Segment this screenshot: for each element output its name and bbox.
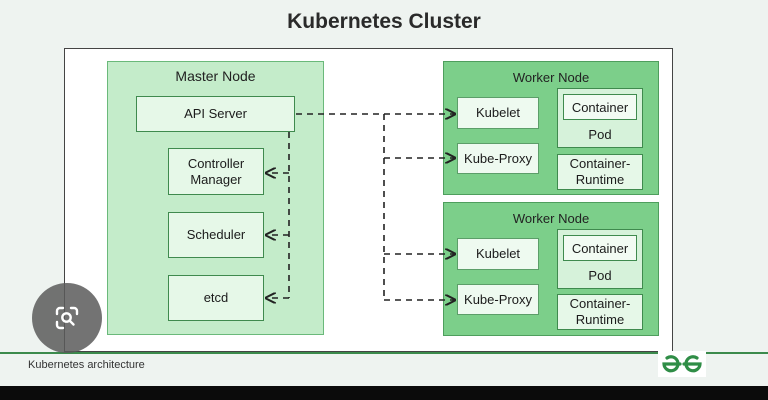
controller-manager-label: Controller Manager [187, 155, 245, 187]
kubelet-label: Kubelet [475, 246, 521, 261]
kube-proxy-label: Kube-Proxy [464, 150, 532, 166]
container-label: Container [571, 99, 629, 115]
scheduler-box: Scheduler [168, 212, 264, 258]
container-runtime-label: Container- Runtime [569, 296, 631, 327]
etcd-label: etcd [203, 290, 229, 305]
container-box: Container [563, 235, 637, 261]
pod-label: Pod [588, 268, 612, 283]
footer-divider [0, 352, 768, 354]
geeksforgeeks-logo-icon [658, 351, 706, 377]
etcd-box: etcd [168, 275, 264, 321]
container-runtime-box: Container- Runtime [557, 154, 643, 190]
api-server-label: API Server [184, 106, 247, 121]
kubelet-box: Kubelet [457, 97, 539, 129]
lens-search-button[interactable] [32, 283, 102, 353]
footer-caption: Kubernetes architecture [28, 359, 145, 371]
container-box: Container [563, 94, 637, 120]
master-node-title: Master Node [175, 68, 256, 84]
container-label: Container [571, 240, 629, 256]
diagram-canvas: Kubernetes Cluster Master Node API Serve… [0, 0, 768, 386]
pod-label: Pod [588, 127, 612, 142]
container-runtime-label: Container- Runtime [569, 156, 631, 187]
lens-icon [55, 306, 79, 330]
worker-node-title: Worker Node [512, 211, 590, 226]
kube-proxy-label: Kube-Proxy [464, 291, 532, 307]
scheduler-label: Scheduler [186, 227, 246, 242]
controller-manager-box: Controller Manager [168, 148, 264, 195]
connector-lines [0, 0, 768, 386]
container-runtime-box: Container- Runtime [557, 294, 643, 330]
kubelet-box: Kubelet [457, 238, 539, 270]
api-server-box: API Server [136, 96, 295, 132]
kube-proxy-box: Kube-Proxy [457, 143, 539, 174]
kubelet-label: Kubelet [475, 105, 521, 120]
pod-box: Container Pod [557, 88, 643, 148]
diagram-title: Kubernetes Cluster [287, 10, 481, 33]
bottom-bar [0, 386, 768, 400]
pod-box: Container Pod [557, 229, 643, 289]
worker-node-title: Worker Node [512, 70, 590, 85]
kube-proxy-box: Kube-Proxy [457, 284, 539, 315]
